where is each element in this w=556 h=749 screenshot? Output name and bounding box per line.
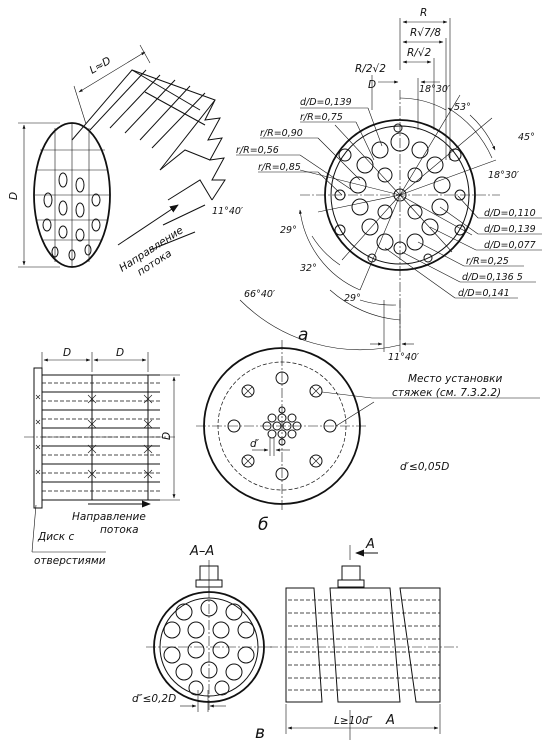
dim-d-b3: D [161, 432, 173, 440]
angle-18-30-top: 18°30′ [419, 84, 451, 95]
dim-d-prime: d′ [250, 438, 260, 450]
dim-r-sqrt78-label: R√7/8 [410, 27, 441, 39]
flow-direction-b-2: потока [100, 524, 139, 536]
section-mark-a-bottom: А [385, 713, 395, 728]
tie-rods-label-2: стяжек (см. 7.3.2.2) [392, 387, 501, 399]
perforated-disc-view: R R√7/8 R/√2 R/2√2 D [212, 7, 542, 363]
angle-53: 53° [454, 102, 471, 113]
tube-bundle-view: D L≈D Направление потока [8, 44, 226, 279]
angle-66-40: 66°40′ [244, 289, 276, 300]
section-mark-a-top: А [365, 537, 375, 552]
length-condition: L≥10d″ [334, 715, 373, 727]
angle-29-bottom: 29° [344, 293, 361, 304]
hole-diameter-condition: d′≤0,05D [400, 461, 449, 473]
figure-v-caption: в [255, 723, 265, 743]
ratio-rr-056: r/R=0,56 [236, 145, 279, 156]
dim-d-b2: D [116, 347, 124, 359]
figure-b-caption: б [258, 515, 268, 535]
angle-11-40-left: 11°40′ [212, 206, 244, 217]
ratio-rr-025: r/R=0,25 [466, 256, 509, 267]
ratio-dd-0139-top: d/D=0,139 [300, 97, 352, 108]
ratio-rr-075: r/R=0,75 [300, 112, 343, 123]
section-label: А–А [189, 544, 214, 559]
ratio-dd-0139-right: d/D=0,139 [484, 224, 536, 235]
figure-a-caption: а [298, 325, 308, 345]
ratio-dd-0077: d/D=0,077 [484, 240, 536, 251]
ratio-dd-01365: d/D=0,136 5 [462, 272, 523, 283]
helical-tube-side-view: А L≥10d″ А в [255, 537, 458, 743]
dim-r-2sqrt2-label: R/2√2 [355, 63, 386, 75]
angle-29-left: 29° [280, 225, 297, 236]
dim-d-b1: D [63, 347, 71, 359]
angle-11-40-bottom: 11°40′ [388, 352, 420, 363]
perforated-plate-view: d′ Место установки стяжек (см. 7.3.2.2) … [196, 340, 540, 535]
tube-bundle-side-view: D D D Направление потока Диск с отверсти… [24, 347, 180, 567]
ratio-dd-0141: d/D=0,141 [458, 288, 510, 299]
ratio-dd-0110: d/D=0,110 [484, 208, 536, 219]
angle-32: 32° [300, 263, 317, 274]
dim-d-label: D [8, 192, 20, 200]
disk-label-1: Диск с [37, 531, 74, 543]
tube-diameter-condition: d″≤0,2D [132, 693, 176, 705]
section-a-a-view: А–А d″≤0,2D [132, 544, 272, 712]
ratio-rr-085: r/R=0,85 [258, 162, 301, 173]
dim-r-label: R [420, 7, 427, 19]
tie-rods-label-1: Место установки [408, 373, 503, 385]
ratio-rr-090: r/R=0,90 [260, 128, 303, 139]
disk-label-2: отверстиями [34, 555, 106, 567]
angle-18-30-right: 18°30′ [488, 170, 520, 181]
dim-r-sqrt2-label: R/√2 [407, 47, 432, 59]
angle-45: 45° [518, 132, 535, 143]
dim-d-top-label: D [368, 79, 376, 91]
flow-direction-b-1: Направление [72, 511, 146, 523]
